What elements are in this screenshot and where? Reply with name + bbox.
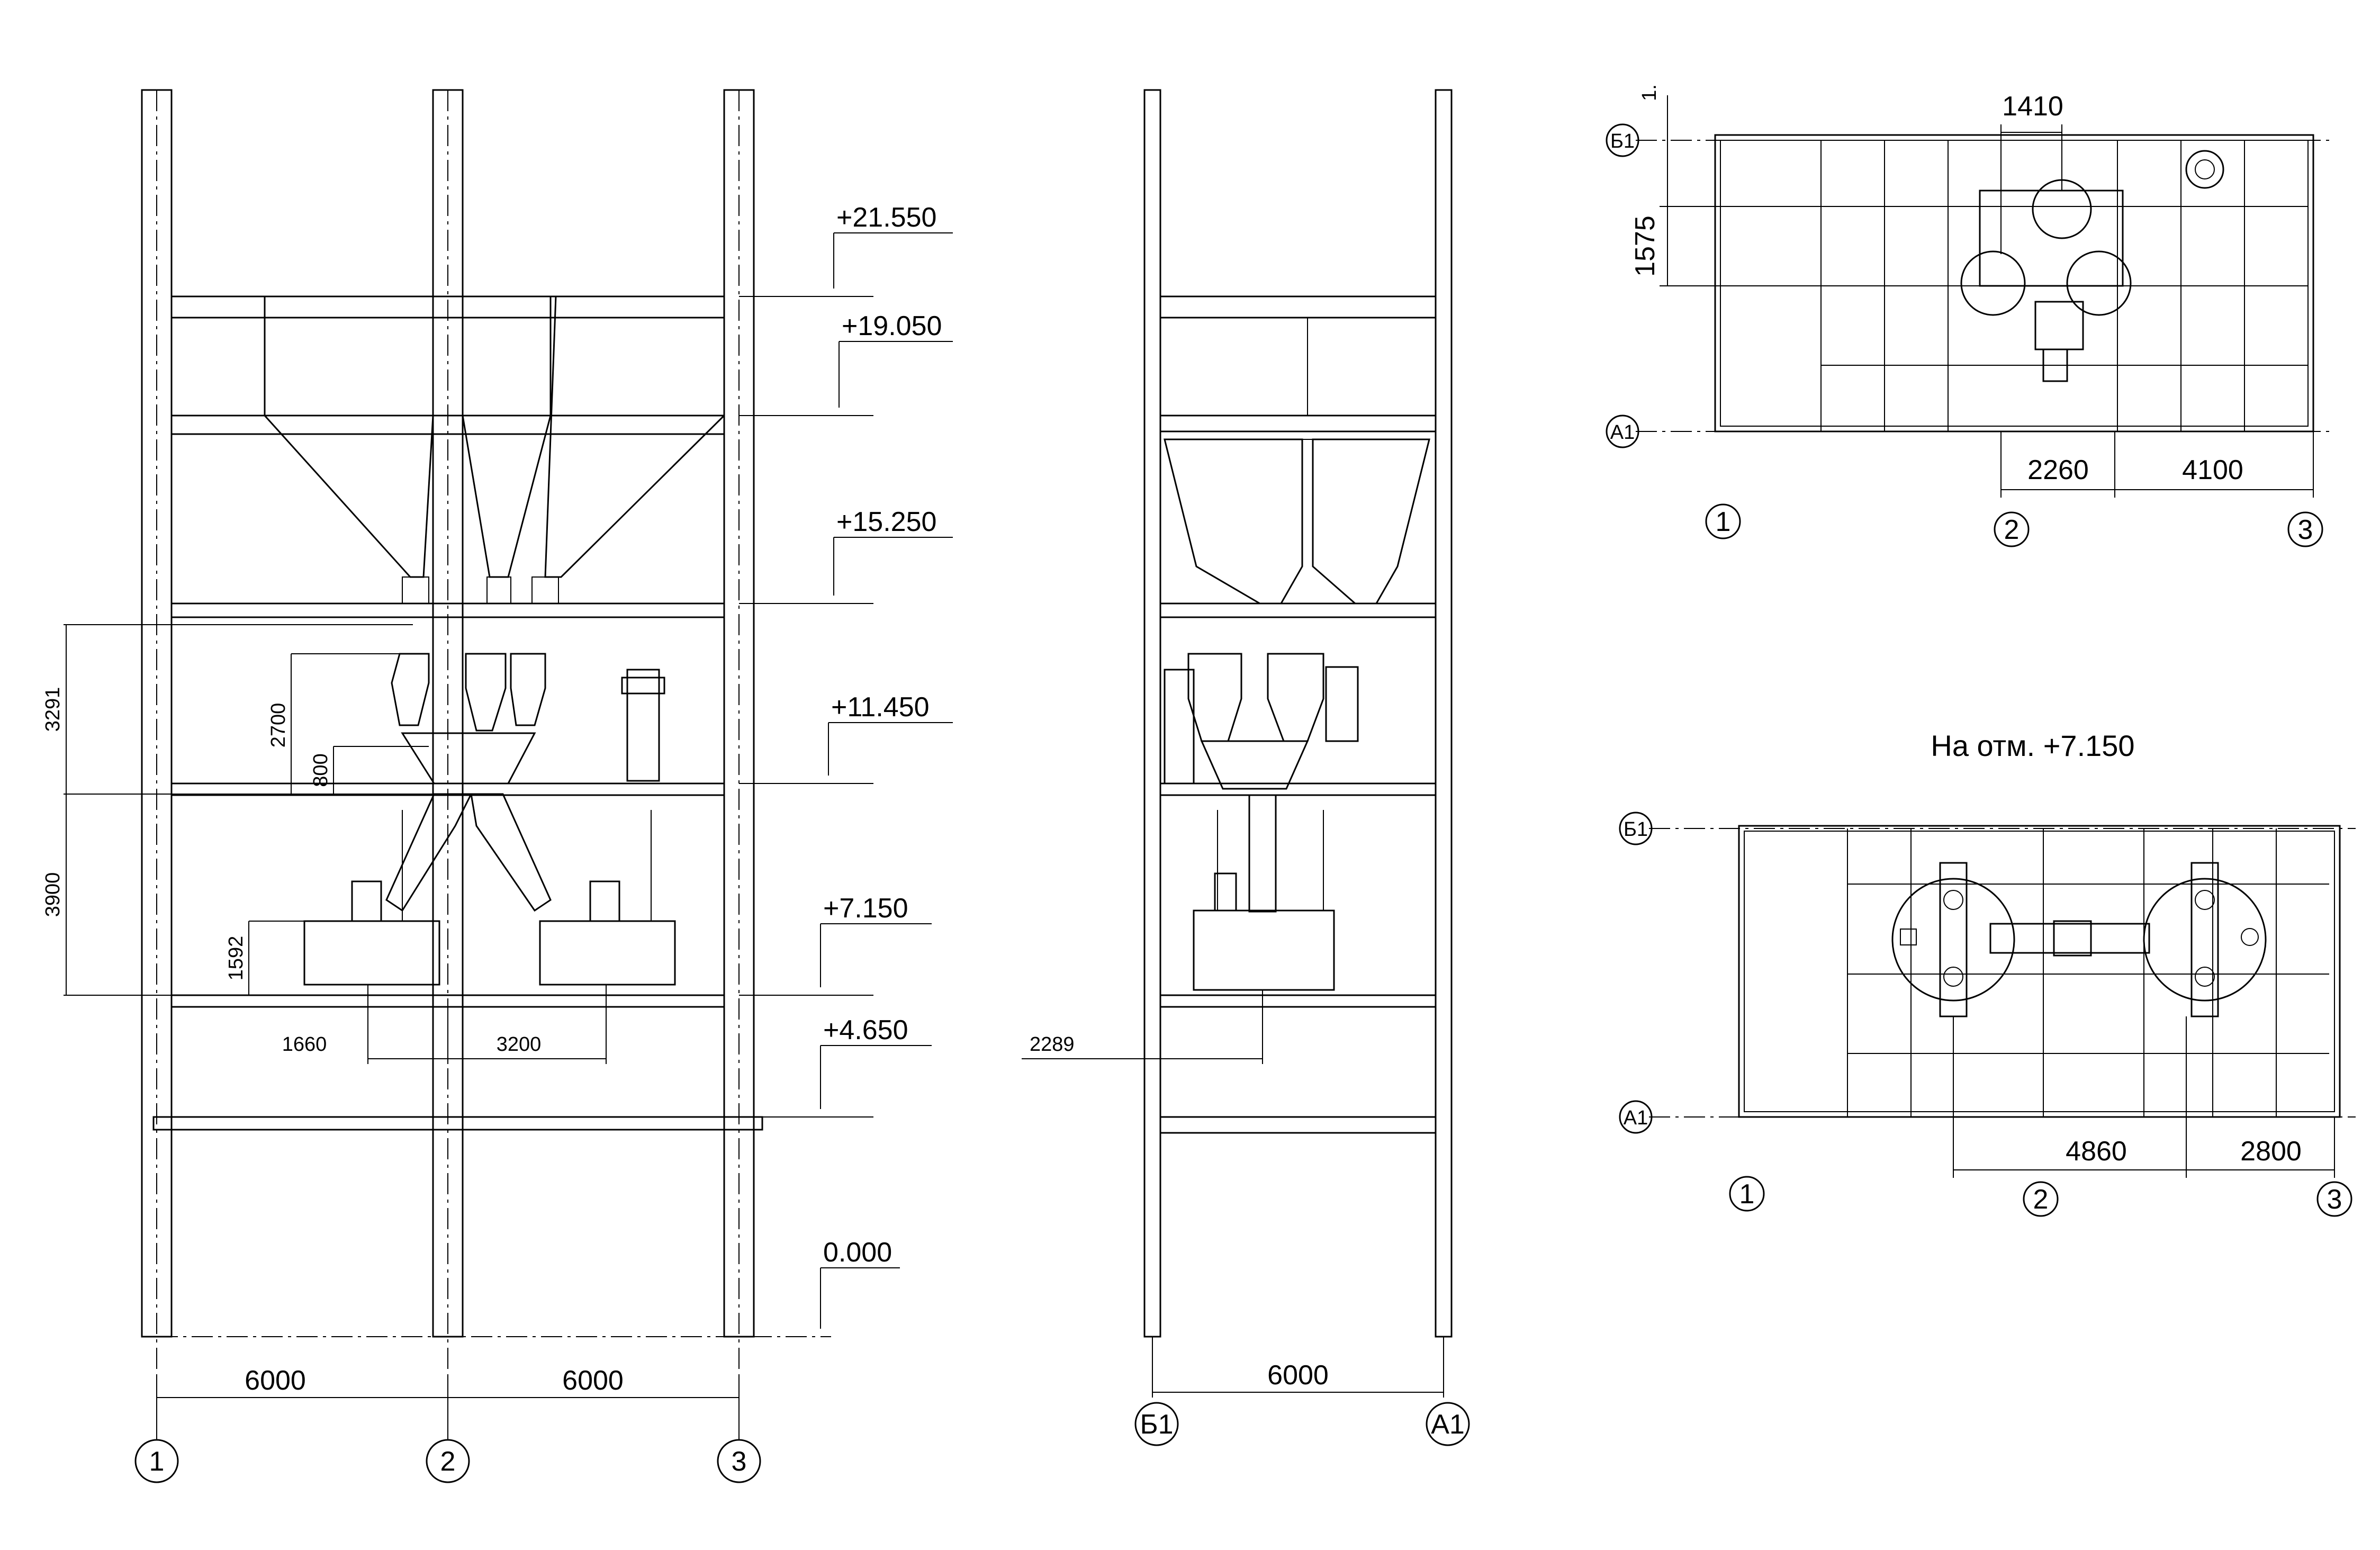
dim-1575: 1575 (1630, 215, 1661, 277)
side-floor-beams (1159, 295, 1437, 1134)
elevation-15250: +15.250 (836, 507, 936, 537)
dim-4860: 4860 (2066, 1136, 2127, 1167)
side-equipment (1164, 653, 1359, 991)
dim-800: 800 (310, 753, 332, 787)
plan-bottom-axis-1: 1 (1739, 1179, 1755, 1210)
elevation-4650: +4.650 (823, 1015, 908, 1046)
elevation-0: 0.000 (823, 1237, 892, 1268)
plan-bottom-markers: Б1 А1 1 2 3 (1619, 812, 2352, 1217)
elevation-19050: +19.050 (842, 311, 942, 341)
front-axis-label-3: 3 (732, 1446, 747, 1477)
dim-3200: 3200 (497, 1033, 542, 1056)
plan-bottom-row-a1: А1 (1624, 1107, 1648, 1129)
side-hoppers (1164, 438, 1430, 605)
front-axis-label-1: 1 (149, 1446, 165, 1477)
plan-top-axis-1: 1 (1716, 507, 1731, 537)
dim-2700: 2700 (267, 703, 290, 748)
side-axis-label-a1: А1 (1431, 1409, 1465, 1440)
plan-bottom-frame (1649, 825, 2356, 1118)
front-vertical-dims: 3291 2700 800 3900 1592 (42, 624, 450, 996)
plan-top-axis-3: 3 (2298, 515, 2313, 545)
side-view: 2289 6000 Б1 А1 (1022, 89, 1470, 1446)
front-axis-label-2: 2 (440, 1446, 456, 1477)
plan-bottom-equipment (1891, 862, 2267, 1017)
plan-top-small-label: 1. (1638, 84, 1661, 101)
front-span-dims: 6000 6000 (156, 1365, 740, 1440)
side-offset-dim: 2289 (1022, 990, 1263, 1064)
dim-1660: 1660 (282, 1033, 327, 1056)
front-hoppers (264, 295, 725, 604)
front-view: 6000 6000 1 2 3 3291 2700 800 (42, 89, 953, 1483)
plan-bottom: На отм. +7.150 (1619, 729, 2356, 1217)
plan-top-axis-2: 2 (2004, 515, 2020, 545)
dim-3291: 3291 (42, 687, 64, 732)
side-axis-label-b1: Б1 (1140, 1409, 1173, 1440)
plan-top-equipment (1960, 150, 2224, 382)
dim-1592: 1592 (225, 936, 247, 981)
plan-bottom-dims: 4860 2800 (1953, 1016, 2335, 1178)
plan-top-row-a1: А1 (1610, 421, 1635, 444)
front-floor-beams (152, 295, 831, 1337)
plan-bottom-row-b1: Б1 (1624, 818, 1648, 841)
plan-bottom-axis-2: 2 (2033, 1184, 2049, 1215)
front-weighing-units (303, 653, 676, 986)
elevation-7150: +7.150 (823, 893, 908, 924)
side-span-dims: 6000 Б1 А1 (1134, 1337, 1470, 1446)
side-span-label: 6000 (1267, 1360, 1329, 1391)
dim-4100: 4100 (2182, 455, 2243, 485)
elevation-21550: +21.550 (836, 202, 936, 233)
dim-2289: 2289 (1030, 1033, 1075, 1056)
plan-top-dims: 1410 1575 1. 2260 4100 (1630, 84, 2314, 498)
plan-top-markers: Б1 А1 1 2 3 (1606, 123, 2323, 547)
plan-top-frame (1636, 134, 2334, 432)
plan-top: 1410 1575 1. 2260 4100 Б1 А1 1 2 3 (1606, 84, 2334, 547)
plan-bottom-caption: На отм. +7.150 (1931, 729, 2134, 762)
dim-1410: 1410 (2002, 91, 2063, 122)
plan-bottom-axis-3: 3 (2327, 1184, 2342, 1215)
front-axis-markers: 1 2 3 (134, 1439, 761, 1483)
plan-top-row-b1: Б1 (1610, 130, 1635, 152)
elevation-11450: +11.450 (831, 692, 930, 723)
elevation-marks: +21.550 +19.050 +15.250 +11.450 +7.150 +… (739, 202, 953, 1329)
front-span-label-2: 6000 (562, 1365, 624, 1396)
dim-3900: 3900 (42, 872, 64, 917)
front-span-label-1: 6000 (245, 1365, 306, 1396)
front-horizontal-dims: 1660 3200 (282, 985, 607, 1064)
dim-2260: 2260 (2027, 455, 2089, 485)
dim-2800: 2800 (2240, 1136, 2302, 1167)
front-columns (141, 89, 755, 1398)
